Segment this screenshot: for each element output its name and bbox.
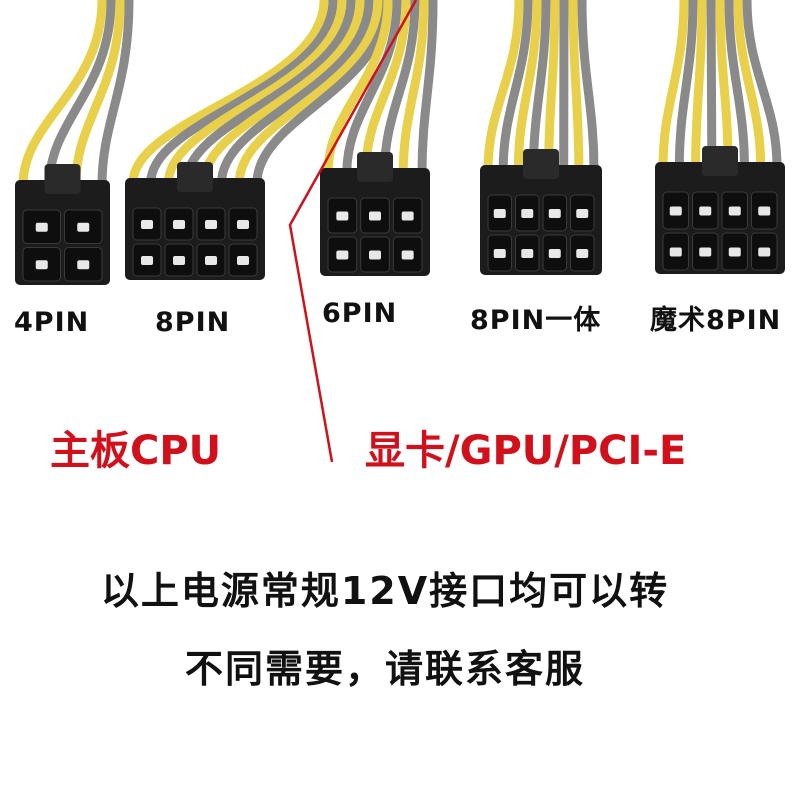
wire: [342, 0, 402, 174]
wire: [234, 0, 383, 184]
wire: [97, 0, 134, 186]
pin-contact: [699, 247, 712, 257]
pin-contact: [493, 249, 506, 258]
pin-contact: [141, 220, 153, 229]
wire: [483, 0, 524, 171]
wire: [146, 0, 338, 184]
pin-contact: [401, 211, 414, 221]
pin-contact: [369, 250, 381, 260]
wire: [528, 0, 551, 171]
note-line-1: 以上电源常规12V接口均可以转: [100, 569, 670, 613]
wire: [44, 0, 116, 186]
wire: [742, 0, 782, 168]
category-motherboard-cpu: 主板CPU: [50, 428, 222, 474]
pin-contact: [758, 247, 771, 257]
connector-latch: [357, 152, 393, 182]
pin-contact: [237, 220, 249, 229]
pin-contact: [728, 247, 741, 257]
pin-contact: [336, 250, 349, 260]
wire: [398, 0, 429, 174]
pin-contact: [521, 249, 534, 258]
wire: [733, 0, 766, 168]
wire: [568, 0, 584, 171]
pin-contact: [669, 206, 682, 216]
category-gpu-pcie: 显卡/GPU/PCI-E: [365, 428, 687, 474]
connector-latch: [177, 162, 213, 192]
wire: [498, 0, 533, 171]
wire: [181, 0, 356, 184]
pin-contact: [576, 209, 589, 218]
wire: [199, 0, 365, 184]
pin-contact: [728, 206, 741, 216]
wire: [715, 0, 733, 168]
pin-contact: [35, 222, 48, 232]
wire: [544, 0, 560, 171]
pin-contact: [576, 249, 589, 258]
pin-contact: [237, 256, 249, 265]
pin-contact: [205, 220, 217, 229]
wire: [379, 0, 420, 174]
label-magic-8pin: 魔术8PIN: [650, 305, 782, 336]
pin-contact: [35, 260, 48, 270]
wire: [691, 0, 707, 168]
pin-contact: [369, 211, 381, 221]
wire: [658, 0, 689, 168]
pin-contact: [669, 247, 682, 257]
note-line-2: 不同需要，请联系客服: [184, 647, 585, 691]
wire: [706, 0, 717, 168]
pin-contact: [699, 206, 712, 216]
pin-contact: [141, 256, 153, 265]
label-8pin-unified: 8PIN一体: [470, 305, 602, 336]
connector-blocks: [15, 146, 785, 285]
pin-contact: [758, 206, 771, 216]
divider-line: [288, 0, 418, 463]
pin-contact: [173, 220, 185, 229]
label-8pin-cpu: 8PIN: [155, 307, 231, 338]
wire: [417, 0, 438, 174]
wire: [674, 0, 698, 168]
wire: [128, 0, 329, 184]
wire: [217, 0, 374, 184]
pin-contact: [336, 211, 349, 221]
wire: [71, 0, 125, 186]
connector-latch: [44, 164, 81, 194]
pin-contact: [77, 260, 90, 270]
label-6pin: 6PIN: [322, 298, 398, 329]
wire: [513, 0, 542, 171]
pin-contact: [173, 256, 185, 265]
pin-contact: [205, 256, 217, 265]
wire: [361, 0, 411, 174]
pin-contact: [77, 222, 90, 232]
cable-wires: [18, 0, 782, 186]
pin-contact: [521, 209, 534, 218]
wire: [18, 0, 107, 186]
connector-latch: [702, 146, 738, 176]
pin-contact: [493, 209, 506, 218]
wire: [577, 0, 599, 171]
pin-contact: [401, 250, 414, 260]
pin-contact: [548, 209, 561, 218]
pin-contact: [548, 249, 561, 258]
wire: [724, 0, 749, 168]
wire: [163, 0, 347, 184]
connector-latch: [523, 149, 559, 179]
label-4pin: 4PIN: [14, 307, 90, 338]
